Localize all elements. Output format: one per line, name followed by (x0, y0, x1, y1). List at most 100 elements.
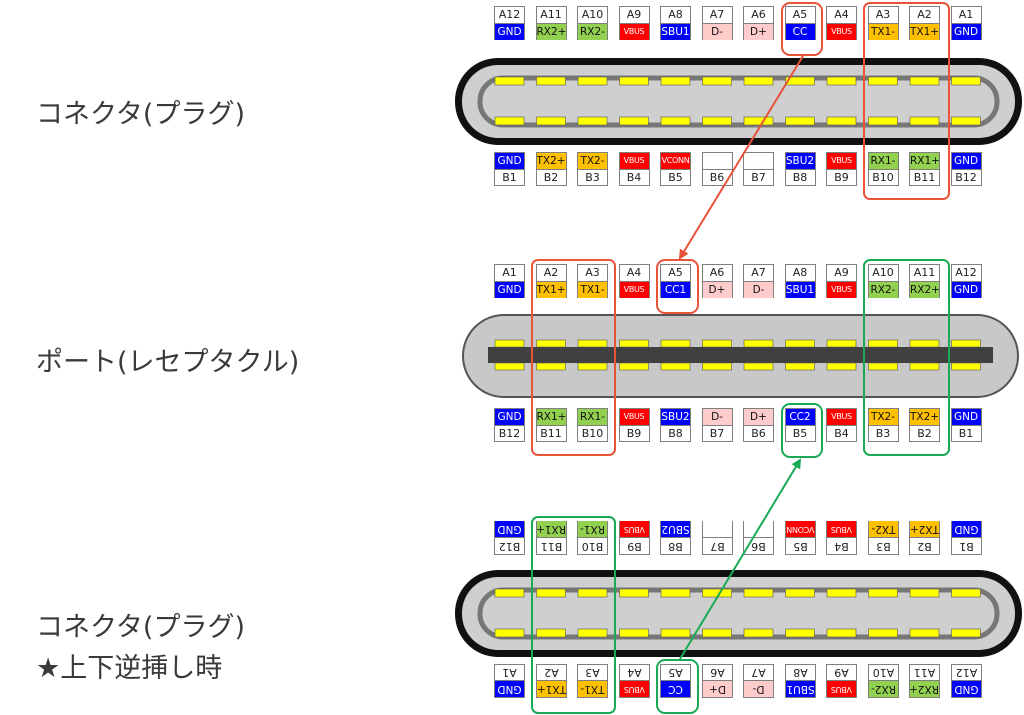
pin-cell-a10: RX2-A10 (867, 664, 899, 698)
plug-top-contact-2 (536, 76, 566, 86)
pin-number: A8 (792, 666, 808, 679)
port-bottom-contact-10 (868, 362, 898, 371)
pin-number: A4 (626, 666, 642, 679)
pin-number: B6 (751, 427, 766, 440)
pin-cell-b11: RX1+B11 (909, 152, 940, 186)
pin-signal: RX2- (868, 282, 898, 298)
port-top-contact-5 (660, 339, 691, 348)
plug-bottom-contact-10 (868, 116, 898, 126)
pin-signal: TX2- (578, 153, 607, 170)
pin-signal: D- (702, 24, 732, 40)
flipped-plug-label: コネクタ(プラグ) (36, 612, 245, 643)
pin-signal: TX1- (578, 282, 607, 298)
plug-top-contact-7 (743, 76, 774, 86)
pin-signal: VBUS (619, 282, 649, 298)
plug-bottom-contact-5 (660, 116, 691, 126)
flipped-bottom-contact-10 (868, 628, 898, 638)
pin-number: A4 (827, 7, 856, 24)
pin-number: B10 (872, 171, 894, 184)
plug-bottom-contact-2 (536, 116, 566, 126)
pin-signal: VCONN (785, 521, 815, 537)
pin-signal: RX1+ (536, 521, 566, 537)
pin-signal: GND (951, 24, 981, 40)
pin-number: A11 (913, 666, 936, 679)
pin-signal: VBUS (827, 409, 856, 426)
pin-cell-b7: D-B7 (701, 408, 733, 442)
port-top-contact-2 (536, 339, 566, 348)
plug-top-contact-6 (702, 76, 732, 86)
flipped-bottom-contact-4 (619, 628, 649, 638)
pin-signal: GND (495, 409, 524, 426)
pin-number: B7 (702, 537, 732, 554)
flipped-bottom-contact-1 (494, 628, 525, 638)
pin-signal: GND (951, 521, 981, 537)
pin-number: A9 (827, 265, 856, 282)
plug-bottom-contact-1 (494, 116, 525, 126)
pin-number: B2 (543, 171, 559, 184)
pin-number: B1 (951, 537, 981, 554)
pin-number: B8 (792, 171, 808, 184)
pin-number: A6 (744, 7, 773, 24)
port-top-contact-12 (951, 339, 981, 348)
pin-number: A12 (955, 666, 977, 679)
pin-number: A12 (951, 265, 981, 282)
pin-cell-b2: TX2+B2 (535, 152, 567, 186)
pin-number: B6 (709, 171, 725, 184)
pin-number: B8 (661, 537, 690, 554)
pin-number: B6 (744, 537, 773, 554)
pin-signal: RX1+ (910, 153, 939, 170)
plug-bottom-contact-12 (951, 116, 981, 126)
pin-signal: TX1+ (536, 282, 566, 298)
pin-signal: D- (744, 680, 773, 697)
pin-number: A1 (951, 7, 981, 24)
pin-number: A7 (744, 265, 773, 282)
pin-number: B11 (913, 171, 936, 184)
pin-cell-b11: RX1+B11 (535, 408, 567, 442)
pin-number: A3 (585, 666, 600, 679)
flipped-bottom-contact-3 (577, 628, 608, 638)
pin-cell-b3: TX2-B3 (577, 152, 608, 186)
pin-signal: TX1- (578, 680, 607, 697)
plug-bottom-contact-8 (785, 116, 815, 126)
flipped-top-contact-10 (868, 588, 898, 598)
pin-number: A9 (619, 7, 649, 24)
pin-signal: VBUS (619, 24, 649, 40)
pin-number: A3 (868, 7, 898, 24)
pin-signal: D- (744, 282, 773, 298)
pin-signal: SBU1 (785, 680, 815, 697)
plug-bottom-contact-7 (743, 116, 774, 126)
pin-signal: TX1+ (910, 24, 939, 40)
port-top-contact-7 (743, 339, 774, 348)
port-bottom-contact-4 (619, 362, 649, 371)
pin-cell-a2: TX1+A2 (535, 664, 567, 698)
pin-signal: VBUS (827, 24, 856, 40)
pin-number: B5 (668, 171, 683, 184)
flipped-top-contact-12 (951, 588, 981, 598)
port-bottom-contact-9 (826, 362, 857, 371)
pin-signal: RX1+ (536, 409, 566, 426)
pin-number: A10 (578, 7, 607, 24)
port-top-contact-4 (619, 339, 649, 348)
pin-signal: VCONN (661, 153, 690, 170)
pin-signal: VBUS (827, 282, 856, 298)
pin-signal: VBUS (619, 680, 649, 697)
